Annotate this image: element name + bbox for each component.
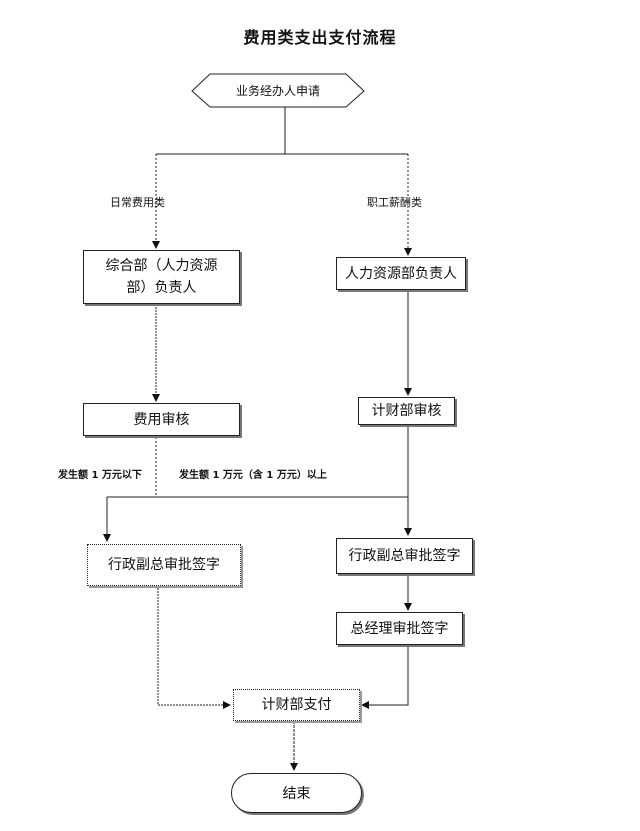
node-general-dept: 综合部（人力资源部）负责人 [83, 250, 240, 304]
diagram-title: 费用类支出支付流程 [243, 28, 397, 47]
label-below-10k: 发生额 1 万元以下 [58, 470, 142, 481]
node-finance-review: 计财部审核 [358, 397, 455, 425]
label-daily-expense: 日常费用类 [110, 196, 165, 209]
label-salary: 职工薪酬类 [367, 196, 422, 209]
connector-vp-left-pay [157, 588, 231, 709]
label-above-10k: 发生额 1 万元（含 1 万元）以上 [179, 470, 327, 481]
node-gm-sign: 总经理审批签字 [336, 612, 463, 645]
node-hr-dept-label: 人力资源部负责人 [345, 265, 457, 282]
node-vp-sign-right: 行政副总审批签字 [336, 538, 473, 574]
node-vp-sign-left: 行政副总审批签字 [87, 544, 241, 586]
node-vp-sign-right-label: 行政副总审批签字 [348, 548, 461, 564]
start-hexagon [191, 73, 365, 108]
node-end-label: 结束 [282, 786, 311, 802]
node-general-dept-label: 综合部（人力资源部）负责人 [105, 258, 218, 296]
node-hr-dept: 人力资源部负责人 [336, 257, 466, 290]
node-end: 结束 [231, 773, 362, 813]
node-gm-sign-label: 总经理审批签字 [350, 620, 449, 637]
start-node-label: 业务经办人申请 [235, 84, 320, 98]
node-finance-review-label: 计财部审核 [371, 403, 442, 419]
node-vp-sign-left-label: 行政副总审批签字 [108, 557, 220, 573]
node-finance-pay: 计财部支付 [233, 689, 360, 721]
connector-gm-pay [361, 645, 409, 709]
node-expense-review-label: 费用审核 [133, 411, 190, 428]
node-expense-review: 费用审核 [83, 403, 240, 436]
node-finance-pay-label: 计财部支付 [261, 697, 332, 713]
start-node: 业务经办人申请 [200, 76, 356, 106]
